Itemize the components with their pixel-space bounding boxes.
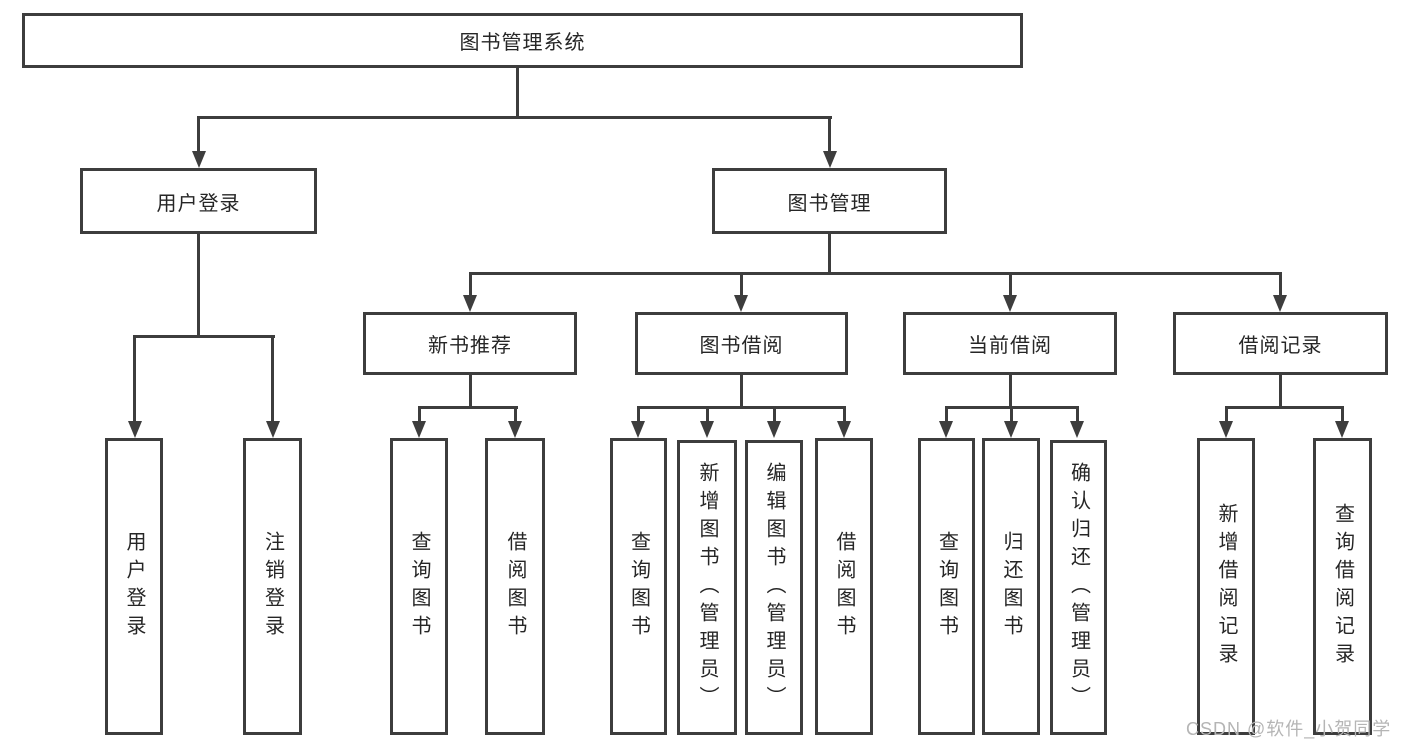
connector [1009,375,1012,409]
leaf-borrow-borrow-label: 借阅图书 [833,530,855,643]
connector [740,272,743,297]
node-current-borrow: 当前借阅 [903,312,1117,375]
connector [516,68,519,119]
connector [197,116,200,154]
node-root: 图书管理系统 [22,13,1023,68]
node-new-book-recommend: 新书推荐 [363,312,577,375]
connector [1225,406,1228,424]
node-user-login-label: 用户登录 [156,192,241,215]
leaf-user-login-label: 用户登录 [123,530,145,643]
connector [945,406,948,424]
connector-arrowhead [700,421,714,438]
connector [828,234,831,275]
node-borrow-records: 借阅记录 [1173,312,1388,375]
connector-arrowhead [837,421,851,438]
connector-arrowhead [266,421,280,438]
connector-arrowhead [939,421,953,438]
leaf-borrow-add-label: 新增图书（管理员） [696,461,718,714]
connector-arrowhead [128,421,142,438]
leaf-current-return-label: 归还图书 [1000,530,1022,643]
connector-arrowhead [767,421,781,438]
connector [773,406,776,424]
connector [1341,406,1344,424]
leaf-record-add-label: 新增借阅记录 [1215,502,1237,671]
leaf-user-login: 用户登录 [105,438,163,735]
connector [514,406,517,424]
csdn-watermark: CSDN @软件_小贺同学 [1186,719,1392,739]
leaf-record-query: 查询借阅记录 [1313,438,1372,735]
leaf-current-query-label: 查询图书 [935,530,958,643]
connector-arrowhead [1070,421,1084,438]
connector-arrowhead [1219,421,1233,438]
connector-arrowhead [631,421,645,438]
node-borrow-records-label: 借阅记录 [1238,335,1323,357]
connector-arrowhead [1004,421,1018,438]
node-user-login: 用户登录 [80,168,317,234]
connector [133,335,136,425]
leaf-borrow-add: 新增图书（管理员） [677,440,737,735]
connector [706,406,709,424]
leaf-newbook-borrow-label: 借阅图书 [504,530,526,643]
connector [637,406,640,424]
leaf-current-confirm-label: 确认归还（管理员） [1067,461,1090,714]
node-book-borrow: 图书借阅 [635,312,848,375]
leaf-current-query: 查询图书 [918,438,975,735]
connector [1009,272,1012,297]
leaf-current-confirm: 确认归还（管理员） [1050,440,1107,735]
connector [133,335,275,338]
connector [828,116,831,154]
leaf-borrow-borrow: 借阅图书 [815,438,873,735]
connector [469,272,1282,275]
connector-arrowhead [823,151,837,168]
connector [637,406,846,409]
connector [271,335,274,425]
connector [1279,375,1282,409]
leaf-current-return: 归还图书 [982,438,1040,735]
leaf-borrow-edit: 编辑图书（管理员） [745,440,803,735]
connector-arrowhead [192,151,206,168]
leaf-newbook-borrow: 借阅图书 [485,438,545,735]
connector [843,406,846,424]
connector [1279,272,1282,297]
connector [1225,406,1344,409]
node-book-management: 图书管理 [712,168,947,234]
connector [197,116,832,119]
node-new-book-recommend-label: 新书推荐 [428,335,512,357]
connector-arrowhead [463,295,477,312]
connector [740,375,743,409]
leaf-record-add: 新增借阅记录 [1197,438,1255,735]
node-current-borrow-label: 当前借阅 [968,335,1052,357]
leaf-borrow-edit-label: 编辑图书（管理员） [763,461,785,714]
connector-arrowhead [1003,295,1017,312]
leaf-newbook-query-label: 查询图书 [408,530,430,643]
connector [1010,406,1013,424]
leaf-borrow-query-label: 查询图书 [627,530,650,643]
connector [469,272,472,297]
connector [197,234,200,338]
connector [418,406,518,409]
connector-arrowhead [734,295,748,312]
leaf-newbook-query: 查询图书 [390,438,448,735]
leaf-borrow-query: 查询图书 [610,438,667,735]
leaf-record-query-label: 查询借阅记录 [1331,502,1354,671]
connector [418,406,421,424]
leaf-logout-label: 注销登录 [261,530,284,643]
connector-arrowhead [412,421,426,438]
node-book-borrow-label: 图书借阅 [699,335,784,357]
connector-arrowhead [508,421,522,438]
node-root-label: 图书管理系统 [459,32,586,54]
connector-arrowhead [1335,421,1349,438]
leaf-logout: 注销登录 [243,438,302,735]
node-book-management-label: 图书管理 [787,192,872,215]
connector [1076,406,1079,424]
connector-arrowhead [1273,295,1287,312]
connector [469,375,472,409]
